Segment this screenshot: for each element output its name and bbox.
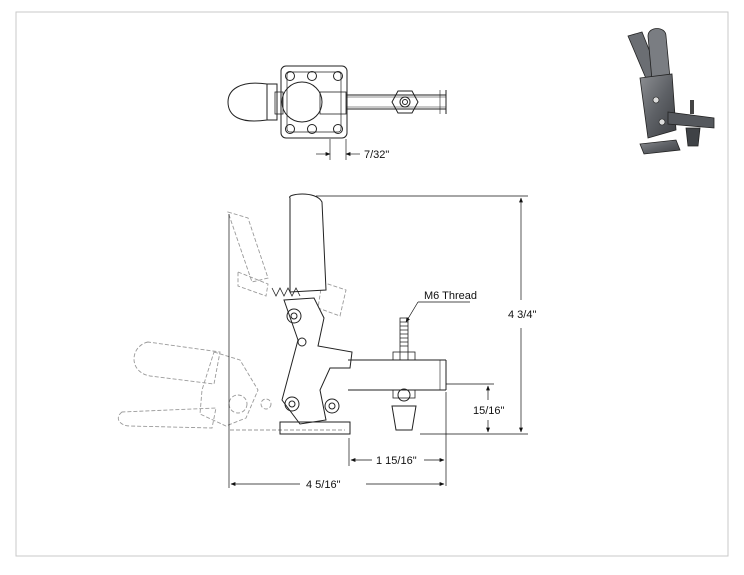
side-view-clamp: [271, 193, 447, 435]
side-view-phantom-positions: [117, 211, 347, 431]
side-view-arm: [348, 359, 447, 391]
side-view-base: [279, 421, 351, 435]
thread-callout-label: M6 Thread: [424, 290, 477, 302]
side-view-dimensions: [228, 195, 528, 488]
dimension-overall-height-label: 4 3/4": [508, 309, 536, 321]
top-view-hex-nut: [391, 90, 419, 114]
isometric-preview: [627, 28, 715, 155]
top-view-handle: [227, 82, 268, 122]
dimension-reach-label: 1 15/16": [376, 455, 417, 467]
side-view-spring: [271, 287, 301, 297]
side-view-linkage: [281, 297, 353, 425]
top-view: [227, 65, 447, 160]
top-view-base-plate: [280, 65, 348, 139]
top-view-mounting-holes: [285, 71, 343, 134]
dimension-spindle-height-label: 15/16": [473, 405, 505, 417]
dimension-offset-label: 7/32": [364, 149, 389, 161]
side-view-spindle-foot: [391, 388, 417, 431]
dimension-overall-length-label: 4 5/16": [306, 479, 341, 491]
top-view-arm: [346, 90, 447, 114]
sheet-border: [15, 11, 729, 557]
side-view-threaded-stud: [392, 317, 416, 399]
side-view-handle: [289, 193, 327, 293]
thread-leader: [405, 301, 470, 323]
top-view-pivot: [281, 81, 323, 123]
